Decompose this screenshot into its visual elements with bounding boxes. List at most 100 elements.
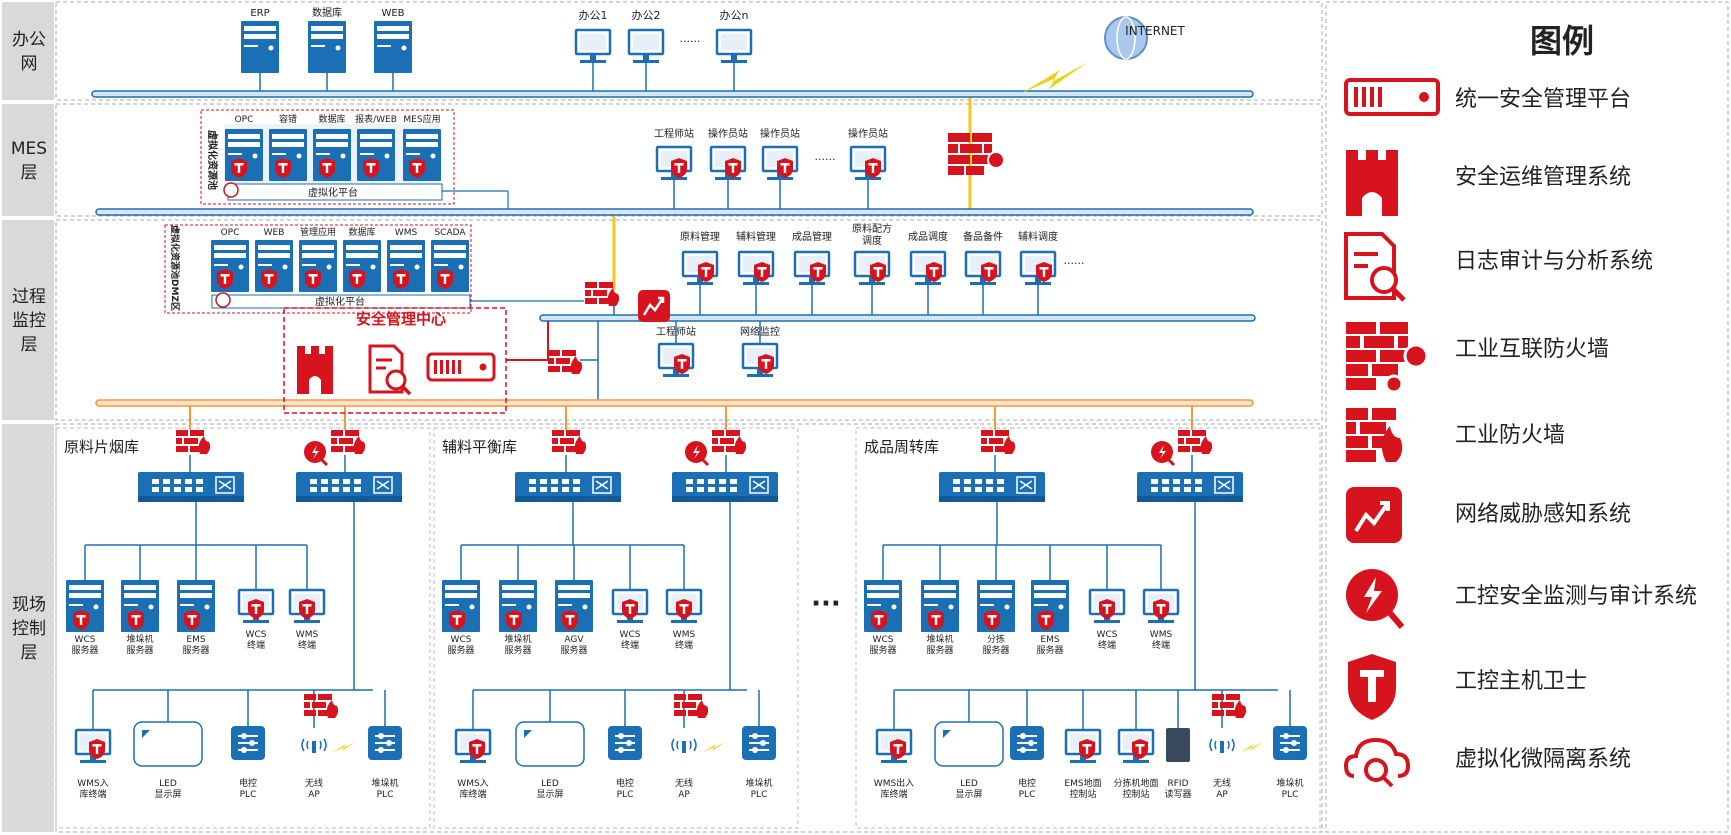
rfid-reader-icon: [1166, 728, 1190, 762]
industrial-internet-firewall-icon: [1346, 322, 1429, 394]
industrial-firewall-icon: [1178, 430, 1213, 454]
layer-label-field: 层: [21, 643, 38, 663]
field-device-label: 控制站: [1069, 788, 1096, 800]
field-server-label-l2: 服务器: [869, 644, 896, 656]
layer-label-process: 监控: [12, 311, 46, 331]
process-station-label: 备品备件: [963, 230, 1003, 243]
legend-flame: [1381, 426, 1403, 462]
plc-icon: [1009, 725, 1045, 761]
firewall-brick: [966, 166, 984, 175]
field-terminal-label-l1: WMS: [296, 630, 319, 640]
field-device-label: 堆垛机: [1276, 777, 1303, 789]
field-device-label: AP: [678, 790, 690, 800]
field-server-label-l1: EMS: [186, 635, 205, 645]
legend-platform-slot: [1362, 87, 1366, 107]
legend-castle: [1346, 150, 1398, 216]
field-server-label-l1: 堆垛机: [504, 633, 531, 645]
mes-station-label: 操作员站: [848, 127, 888, 140]
plc-icon: [1272, 725, 1308, 761]
legend-trend: [1354, 501, 1390, 533]
wireless-link-icon: [702, 741, 726, 753]
field-terminal-label-l1: WCS: [246, 630, 267, 640]
legend-monitor-handle: [1387, 611, 1405, 629]
legend-magnifier: [1370, 266, 1398, 294]
wireless-link-icon: [1240, 741, 1264, 753]
field-server-label-l2: 服务器: [182, 644, 209, 656]
process-station-label: 成品管理: [792, 230, 832, 243]
plc-icon: [367, 725, 403, 761]
host-guard-icon: [1153, 599, 1169, 619]
legend-platform-box: [1344, 78, 1440, 116]
firewall-brick: [948, 144, 958, 153]
mes-network-bus: [95, 208, 1254, 216]
field-server-label-l2: 服务器: [504, 644, 531, 656]
office-server-label: WEB: [381, 8, 404, 19]
legend-gear: [1384, 374, 1404, 394]
legend-cloud-handle: [1381, 775, 1394, 788]
plc-icon: [230, 725, 266, 761]
gear-icon: [987, 151, 1005, 169]
legend-title: 图例: [1530, 22, 1594, 60]
office-pc-icon: [627, 28, 665, 65]
mes-virtual-zone: [200, 109, 455, 205]
legend-platform-led: [1419, 92, 1429, 102]
field-device-label: LED: [960, 779, 978, 789]
field-server-label-l1: 堆垛机: [126, 633, 153, 645]
legend-brick: [1346, 336, 1360, 348]
ops-management-icon: [1346, 150, 1398, 216]
legend-item-label: 工业互联防火墙: [1455, 337, 1609, 362]
mes-server-label: OPC: [235, 115, 254, 125]
industrial-firewall-icon: [304, 694, 339, 718]
ics-monitor-audit-icon: [683, 439, 710, 467]
field-device-label: 电控: [1018, 777, 1036, 789]
layer-label-mes: 层: [21, 163, 38, 183]
field-device-label: PLC: [617, 790, 634, 800]
legend-item-label: 虚拟化微隔离系统: [1455, 747, 1631, 772]
field-zone-title: 原料片烟库: [64, 438, 139, 456]
legend-gear: [1403, 343, 1429, 369]
field-terminal-label-l2: 终端: [247, 639, 265, 651]
industrial-internet-firewall-icon: [948, 133, 1005, 175]
office-server-icon: [374, 21, 412, 73]
field-device-label: 读写器: [1164, 788, 1191, 800]
network-switch-icon: [514, 471, 622, 503]
office-pc-label: 办公1: [579, 9, 608, 22]
layer-label-office: 办公: [12, 30, 46, 50]
legend-brick: [1372, 408, 1396, 420]
security-center-frame: [283, 307, 507, 414]
legend-item-label: 安全运维管理系统: [1455, 165, 1631, 190]
legend-brick: [1380, 350, 1408, 362]
field-zone-frame: [855, 427, 1321, 829]
process-server-label: SCADA: [434, 228, 466, 238]
process-server-label: WEB: [264, 228, 285, 238]
field-device-label: 堆垛机: [745, 777, 772, 789]
mes-server-label: 数据库: [318, 113, 345, 125]
wireless-link-icon: [1020, 62, 1088, 94]
platform-led: [479, 363, 487, 371]
led-display-icon: [133, 721, 203, 767]
mes-server-label: 报表/WEB: [355, 113, 397, 125]
log-audit-icon: [368, 344, 412, 396]
network-switch-icon: [671, 471, 779, 503]
layer-label-field: 控制: [12, 619, 46, 639]
legend-cloud-magnifier: [1364, 758, 1388, 782]
field-server-label-l2: 服务器: [560, 644, 587, 656]
process-network-bus: [539, 314, 1256, 322]
wireless-link-icon: [332, 741, 356, 753]
legend-item-label: 工控主机卫士: [1455, 669, 1587, 694]
host-guard-icon: [622, 599, 638, 619]
micro-isolation-icon: [215, 292, 231, 308]
layer-label-bg-office: [2, 2, 54, 100]
legend-item-label: 统一安全管理平台: [1455, 87, 1631, 112]
field-device-label: RFID: [1167, 779, 1188, 789]
field-device-label: AP: [1216, 790, 1228, 800]
firewall-brick: [948, 166, 964, 175]
field-server-label-l2: 服务器: [926, 644, 953, 656]
industrial-firewall-icon: [1346, 408, 1403, 462]
unified-platform-icon: [426, 352, 496, 382]
legend-brick: [1398, 336, 1408, 348]
process-virtual-zone: [164, 224, 472, 314]
led-display-icon: [934, 721, 1004, 767]
field-device-label: 堆垛机: [371, 777, 398, 789]
